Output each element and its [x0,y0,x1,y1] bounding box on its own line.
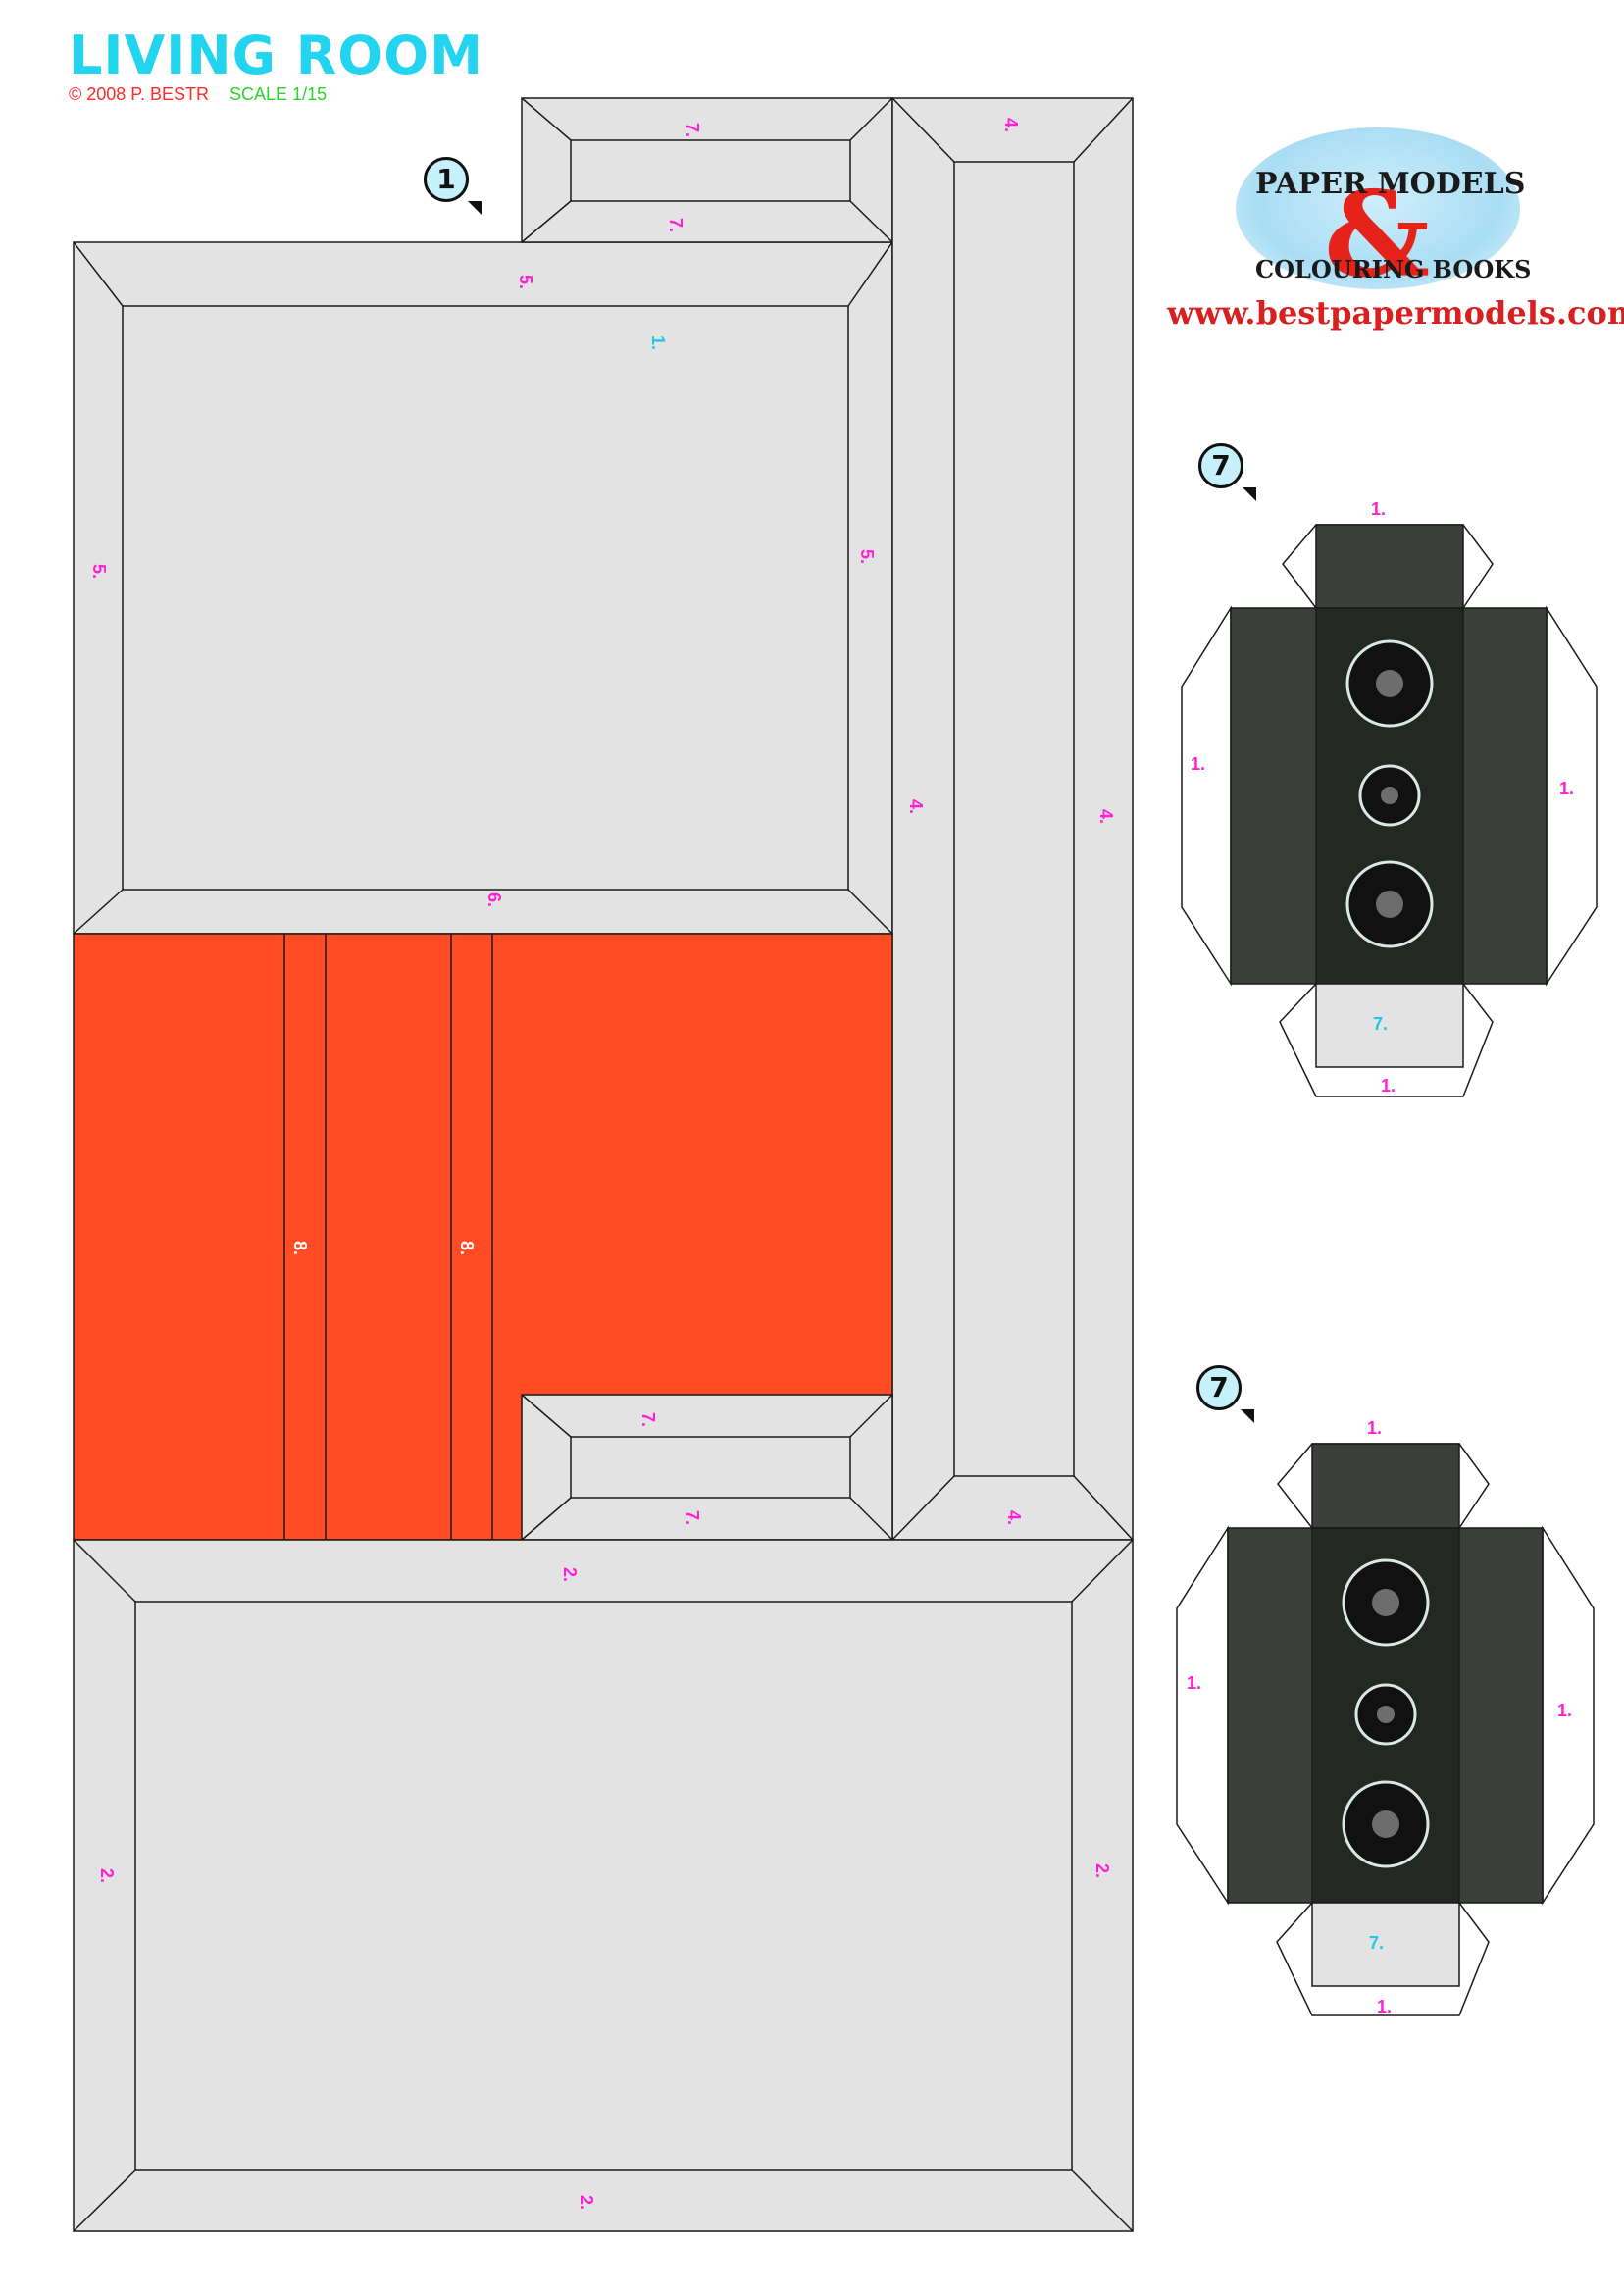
glue-label: 1. [1187,1673,1201,1693]
panel-strip-upper [521,97,893,243]
speaker-cutout-bottom [1176,1443,1595,2016]
brand-logo: & PAPER MODELS COLOURING BOOKS www.bestp… [1167,127,1624,333]
part-number-badge-speaker-bottom: 7 [1196,1365,1242,1410]
glue-label: 6. [484,892,504,907]
panel-frame-upper-left [73,241,893,935]
panel-frame-lower [73,1539,1134,2232]
scale-text: SCALE 1/15 [229,84,328,104]
glue-label: 4. [1001,118,1021,132]
glue-label: 1. [1381,1076,1396,1096]
glue-label: 2. [1092,1863,1112,1878]
glue-label: 5. [516,275,535,289]
glue-label: 7. [1369,1933,1384,1953]
glue-label: 4. [1096,809,1116,824]
glue-label: 2. [577,2195,596,2210]
glue-label: 7. [638,1412,658,1427]
glue-label: 7. [666,218,685,232]
glue-label: 1. [1377,1997,1392,2016]
glue-label: 1. [1559,779,1574,798]
glue-label: 1. [1557,1701,1572,1720]
glue-label: 7. [1373,1014,1388,1034]
glue-label: 7. [683,1510,702,1525]
glue-label: 4. [906,799,926,814]
glue-label: 8. [290,1241,310,1255]
glue-label: 1. [1371,499,1386,519]
glue-label: 8. [457,1241,477,1255]
glue-label: 7. [683,123,702,137]
copyright-text: © 2008 P. BESTR [69,84,210,104]
logo-ampersand: & [1324,166,1431,304]
glue-label: 4. [1004,1510,1024,1525]
logo-url: www.bestpapermodels.com [1167,294,1624,331]
page-title: LIVING ROOM [69,25,483,86]
glue-label: 2. [97,1868,117,1883]
part-number-badge-room: 1 [424,157,469,202]
panel-column-4 [891,97,1134,1541]
glue-label: 1. [1367,1418,1382,1438]
credit-line: © 2008 P. BESTR SCALE 1/15 [69,84,327,105]
glue-label: 5. [89,564,109,579]
logo-background [1236,127,1520,289]
panel-strip-lower [521,1394,893,1541]
glue-label: 1. [648,335,668,350]
logo-line-paper-models: PAPER MODELS [1255,167,1526,201]
speaker-cutout-top [1181,524,1598,1097]
glue-label: 1. [1191,754,1205,774]
part-number-badge-speaker-top: 7 [1198,443,1243,488]
glue-label: 5. [857,549,877,564]
glue-label: 2. [560,1567,580,1582]
logo-line-colouring-books: COLOURING BOOKS [1255,255,1532,283]
